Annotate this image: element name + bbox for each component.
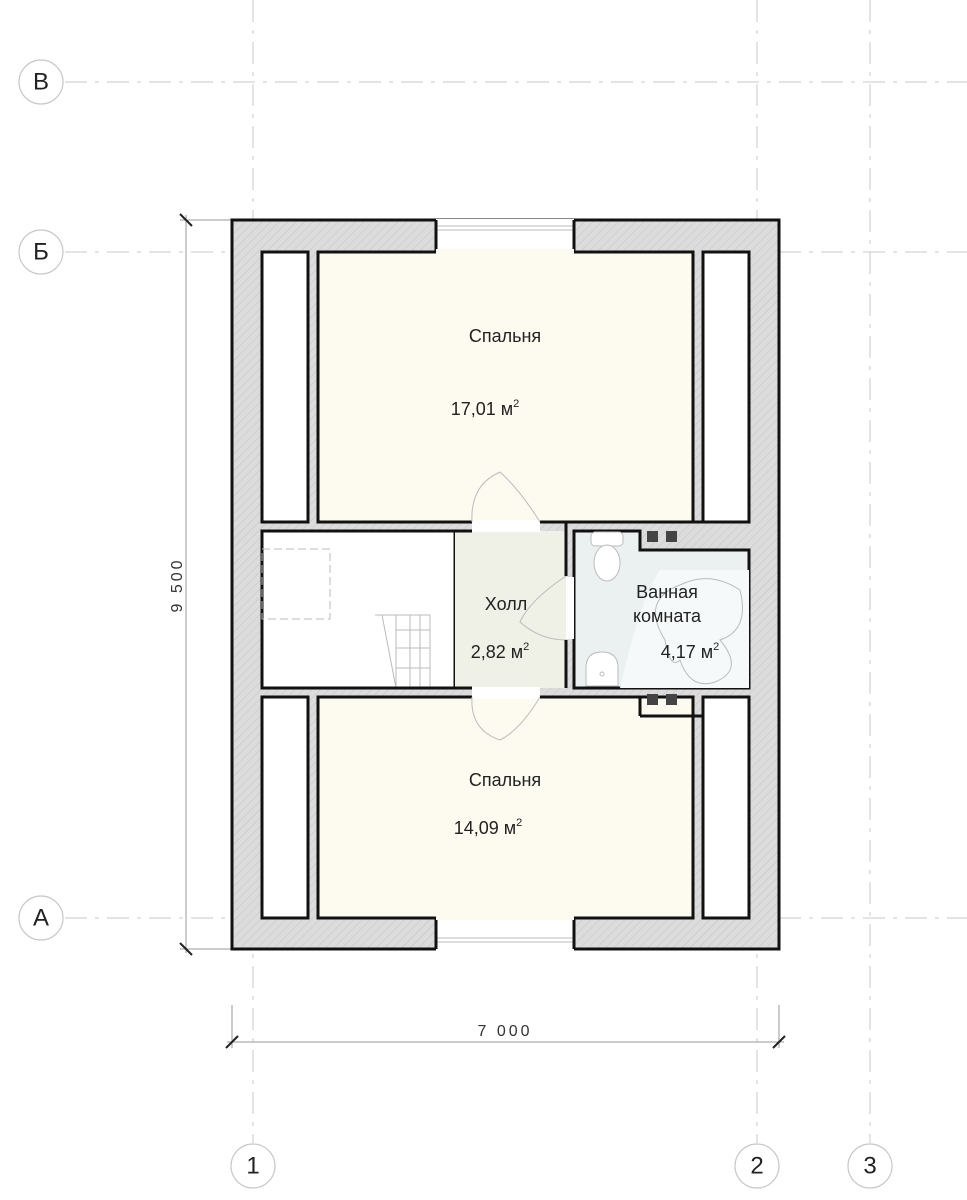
room-name-hall: Холл [485, 594, 527, 614]
axis-bubble-v: В [18, 59, 64, 105]
dimension-width: 7 000 [225, 1005, 786, 1049]
svg-text:2: 2 [750, 1153, 763, 1180]
closet [701, 250, 751, 524]
width-dimension-label: 7 000 [477, 1023, 532, 1040]
window-top [436, 219, 574, 253]
svg-text:1: 1 [246, 1153, 259, 1180]
room-area-bathroom: 4,17 м2 [661, 641, 720, 662]
svg-text:А: А [33, 905, 49, 932]
axis-bubble-2: 2 [734, 1143, 780, 1189]
toilet-icon [590, 531, 624, 582]
axis-bubble-3: 3 [847, 1143, 893, 1189]
bedroom-bottom [316, 695, 695, 920]
door-swing-bath [519, 575, 567, 641]
stair-area [260, 529, 457, 690]
closet [260, 250, 310, 524]
door-swing-bottom [471, 696, 541, 741]
room-area-hall: 2,82 м2 [471, 641, 530, 662]
svg-text:3: 3 [863, 1153, 876, 1180]
dimension-height: 9 500 [169, 213, 240, 956]
room-name-bathroom-line2: комната [633, 606, 702, 626]
axis-bubble-a: А [18, 895, 64, 941]
room-name-bathroom: Ванная [636, 582, 698, 602]
axis-bubble-1: 1 [230, 1143, 276, 1189]
staircase [375, 614, 431, 689]
axis-bubble-b: Б [18, 229, 64, 275]
room-name-bedroom-bottom: Спальня [469, 770, 541, 790]
svg-text:В: В [33, 69, 49, 96]
room-name-bedroom-top: Спальня [469, 326, 541, 346]
hall [455, 531, 566, 688]
door-swing-top [471, 471, 541, 523]
room-area-bedroom-top: 17,01 м2 [451, 398, 520, 419]
height-dimension-label: 9 500 [169, 557, 186, 612]
bathtub [620, 570, 749, 688]
closet [701, 695, 751, 920]
window-bottom [436, 917, 574, 951]
sink-icon [585, 651, 619, 687]
ventilation-ducts [647, 531, 677, 705]
closet [260, 695, 310, 920]
svg-text:Б: Б [33, 239, 49, 266]
room-area-bedroom-bottom: 14,09 м2 [454, 817, 523, 838]
